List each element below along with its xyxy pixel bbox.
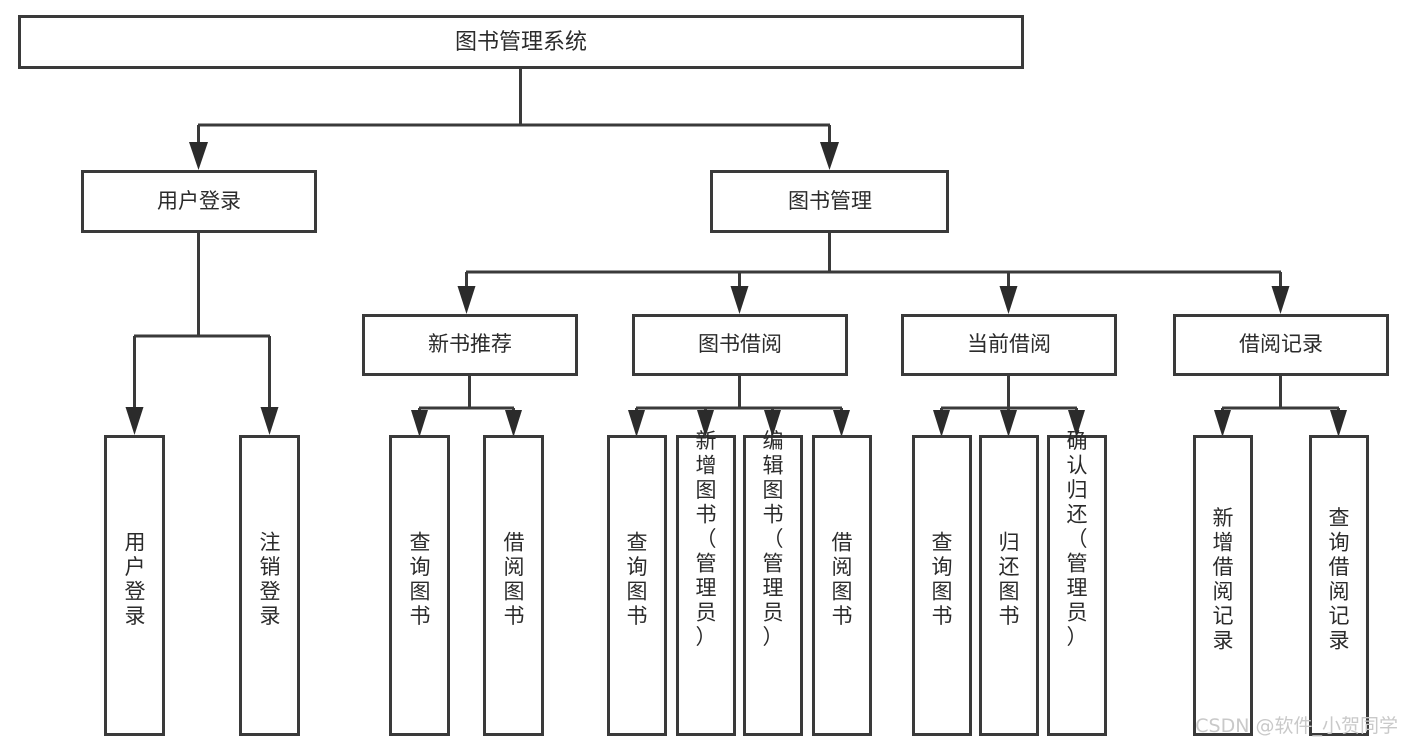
node-current-borrow[interactable]: 当前借阅	[901, 314, 1117, 376]
leaf-query-book-1-box	[389, 435, 450, 736]
arrow-head-current-borrow	[999, 286, 1018, 314]
leaf-add-book-label: 新增图书（管理员）	[696, 429, 717, 649]
leaf-borrow-book-2-label: 借阅图书	[832, 530, 853, 628]
arrow-head-leaf-edit-book	[764, 410, 781, 437]
leaf-query-record-box	[1309, 435, 1369, 736]
leaf-return-book[interactable]: 归还图书	[979, 435, 1039, 736]
arrow-head-leaf-add-record	[1214, 410, 1231, 437]
leaf-user-logout[interactable]: 注销登录	[239, 435, 300, 736]
arrow-head-new-book-recommend	[457, 286, 476, 314]
arrow-head-leaf-return-book	[1000, 410, 1017, 437]
leaf-user-logout-label: 注销登录	[260, 530, 281, 628]
leaf-query-book-1[interactable]: 查询图书	[389, 435, 450, 736]
leaf-borrow-book-1-box	[483, 435, 544, 736]
node-user-login[interactable]: 用户登录	[81, 170, 317, 233]
arrow-head-user-login	[189, 142, 208, 170]
node-new-book-recommend-label: 新书推荐	[428, 332, 512, 356]
leaf-query-book-3-label: 查询图书	[932, 530, 953, 628]
leaf-return-book-box	[979, 435, 1039, 736]
node-borrow-record-label: 借阅记录	[1239, 332, 1323, 356]
leaf-add-record[interactable]: 新增借阅记录	[1193, 435, 1253, 736]
leaf-borrow-book-2[interactable]: 借阅图书	[812, 435, 872, 736]
arrow-head-leaf-query-record	[1330, 410, 1347, 437]
node-root[interactable]: 图书管理系统	[18, 15, 1024, 69]
leaf-query-book-2[interactable]: 查询图书	[607, 435, 667, 736]
arrow-head-leaf-user-logout	[260, 407, 279, 435]
node-current-borrow-box	[901, 314, 1117, 376]
leaf-query-book-1-label: 查询图书	[410, 530, 431, 628]
leaf-user-login-box	[104, 435, 165, 736]
leaf-user-logout-box	[239, 435, 300, 736]
arrow-head-leaf-query-book-1	[411, 410, 428, 437]
node-root-label: 图书管理系统	[455, 30, 587, 55]
arrow-head-book-borrow	[730, 286, 749, 314]
leaf-edit-book-box	[743, 435, 803, 736]
leaf-query-book-3[interactable]: 查询图书	[912, 435, 972, 736]
node-book-management-box	[710, 170, 949, 233]
arrow-head-book-management	[820, 142, 839, 170]
node-borrow-record-box	[1173, 314, 1389, 376]
node-user-login-label: 用户登录	[157, 189, 241, 213]
arrow-head-leaf-query-book-2	[628, 410, 645, 437]
node-book-borrow-label: 图书借阅	[698, 332, 782, 356]
leaf-query-book-2-box	[607, 435, 667, 736]
node-root-box	[18, 15, 1024, 69]
leaf-add-record-label: 新增借阅记录	[1213, 506, 1234, 653]
leaf-return-book-label: 归还图书	[999, 530, 1020, 628]
arrow-head-borrow-record	[1271, 286, 1290, 314]
leaf-query-record-label: 查询借阅记录	[1329, 506, 1350, 653]
leaf-confirm-return-label: 确认归还（管理员）	[1067, 429, 1088, 649]
node-book-borrow[interactable]: 图书借阅	[632, 314, 848, 376]
leaf-borrow-book-1[interactable]: 借阅图书	[483, 435, 544, 736]
node-new-book-recommend[interactable]: 新书推荐	[362, 314, 578, 376]
leaf-user-login[interactable]: 用户登录	[104, 435, 165, 736]
leaf-add-book-box	[676, 435, 736, 736]
arrow-head-leaf-query-book-3	[933, 410, 950, 437]
node-borrow-record[interactable]: 借阅记录	[1173, 314, 1389, 376]
leaf-borrow-book-2-box	[812, 435, 872, 736]
node-new-book-recommend-box	[362, 314, 578, 376]
arrow-head-leaf-add-book	[697, 410, 714, 437]
arrow-head-leaf-borrow-book-2	[833, 410, 850, 437]
leaf-query-book-3-box	[912, 435, 972, 736]
leaf-add-book[interactable]: 新增图书（管理员）	[676, 429, 736, 736]
node-current-borrow-label: 当前借阅	[967, 332, 1051, 356]
leaf-confirm-return[interactable]: 确认归还（管理员）	[1047, 429, 1107, 736]
node-book-management[interactable]: 图书管理	[710, 170, 949, 233]
arrow-head-leaf-user-login	[125, 407, 144, 435]
leaf-query-book-2-label: 查询图书	[627, 530, 648, 628]
watermark-label: CSDN @软件_小贺同学	[1195, 715, 1398, 737]
leaf-confirm-return-box	[1047, 435, 1107, 736]
arrow-head-leaf-borrow-book-1	[505, 410, 522, 437]
leaf-edit-book-label: 编辑图书（管理员）	[763, 429, 784, 649]
leaf-add-record-box	[1193, 435, 1253, 736]
leaf-edit-book[interactable]: 编辑图书（管理员）	[743, 429, 803, 736]
arrow-head-leaf-confirm-return	[1068, 410, 1085, 437]
leaf-user-login-label: 用户登录	[125, 530, 146, 628]
leaf-borrow-book-1-label: 借阅图书	[504, 530, 525, 628]
node-user-login-box	[81, 170, 317, 233]
leaf-query-record[interactable]: 查询借阅记录	[1309, 435, 1369, 736]
node-book-management-label: 图书管理	[788, 189, 872, 213]
connector-layer	[125, 68, 1347, 437]
node-book-borrow-box	[632, 314, 848, 376]
